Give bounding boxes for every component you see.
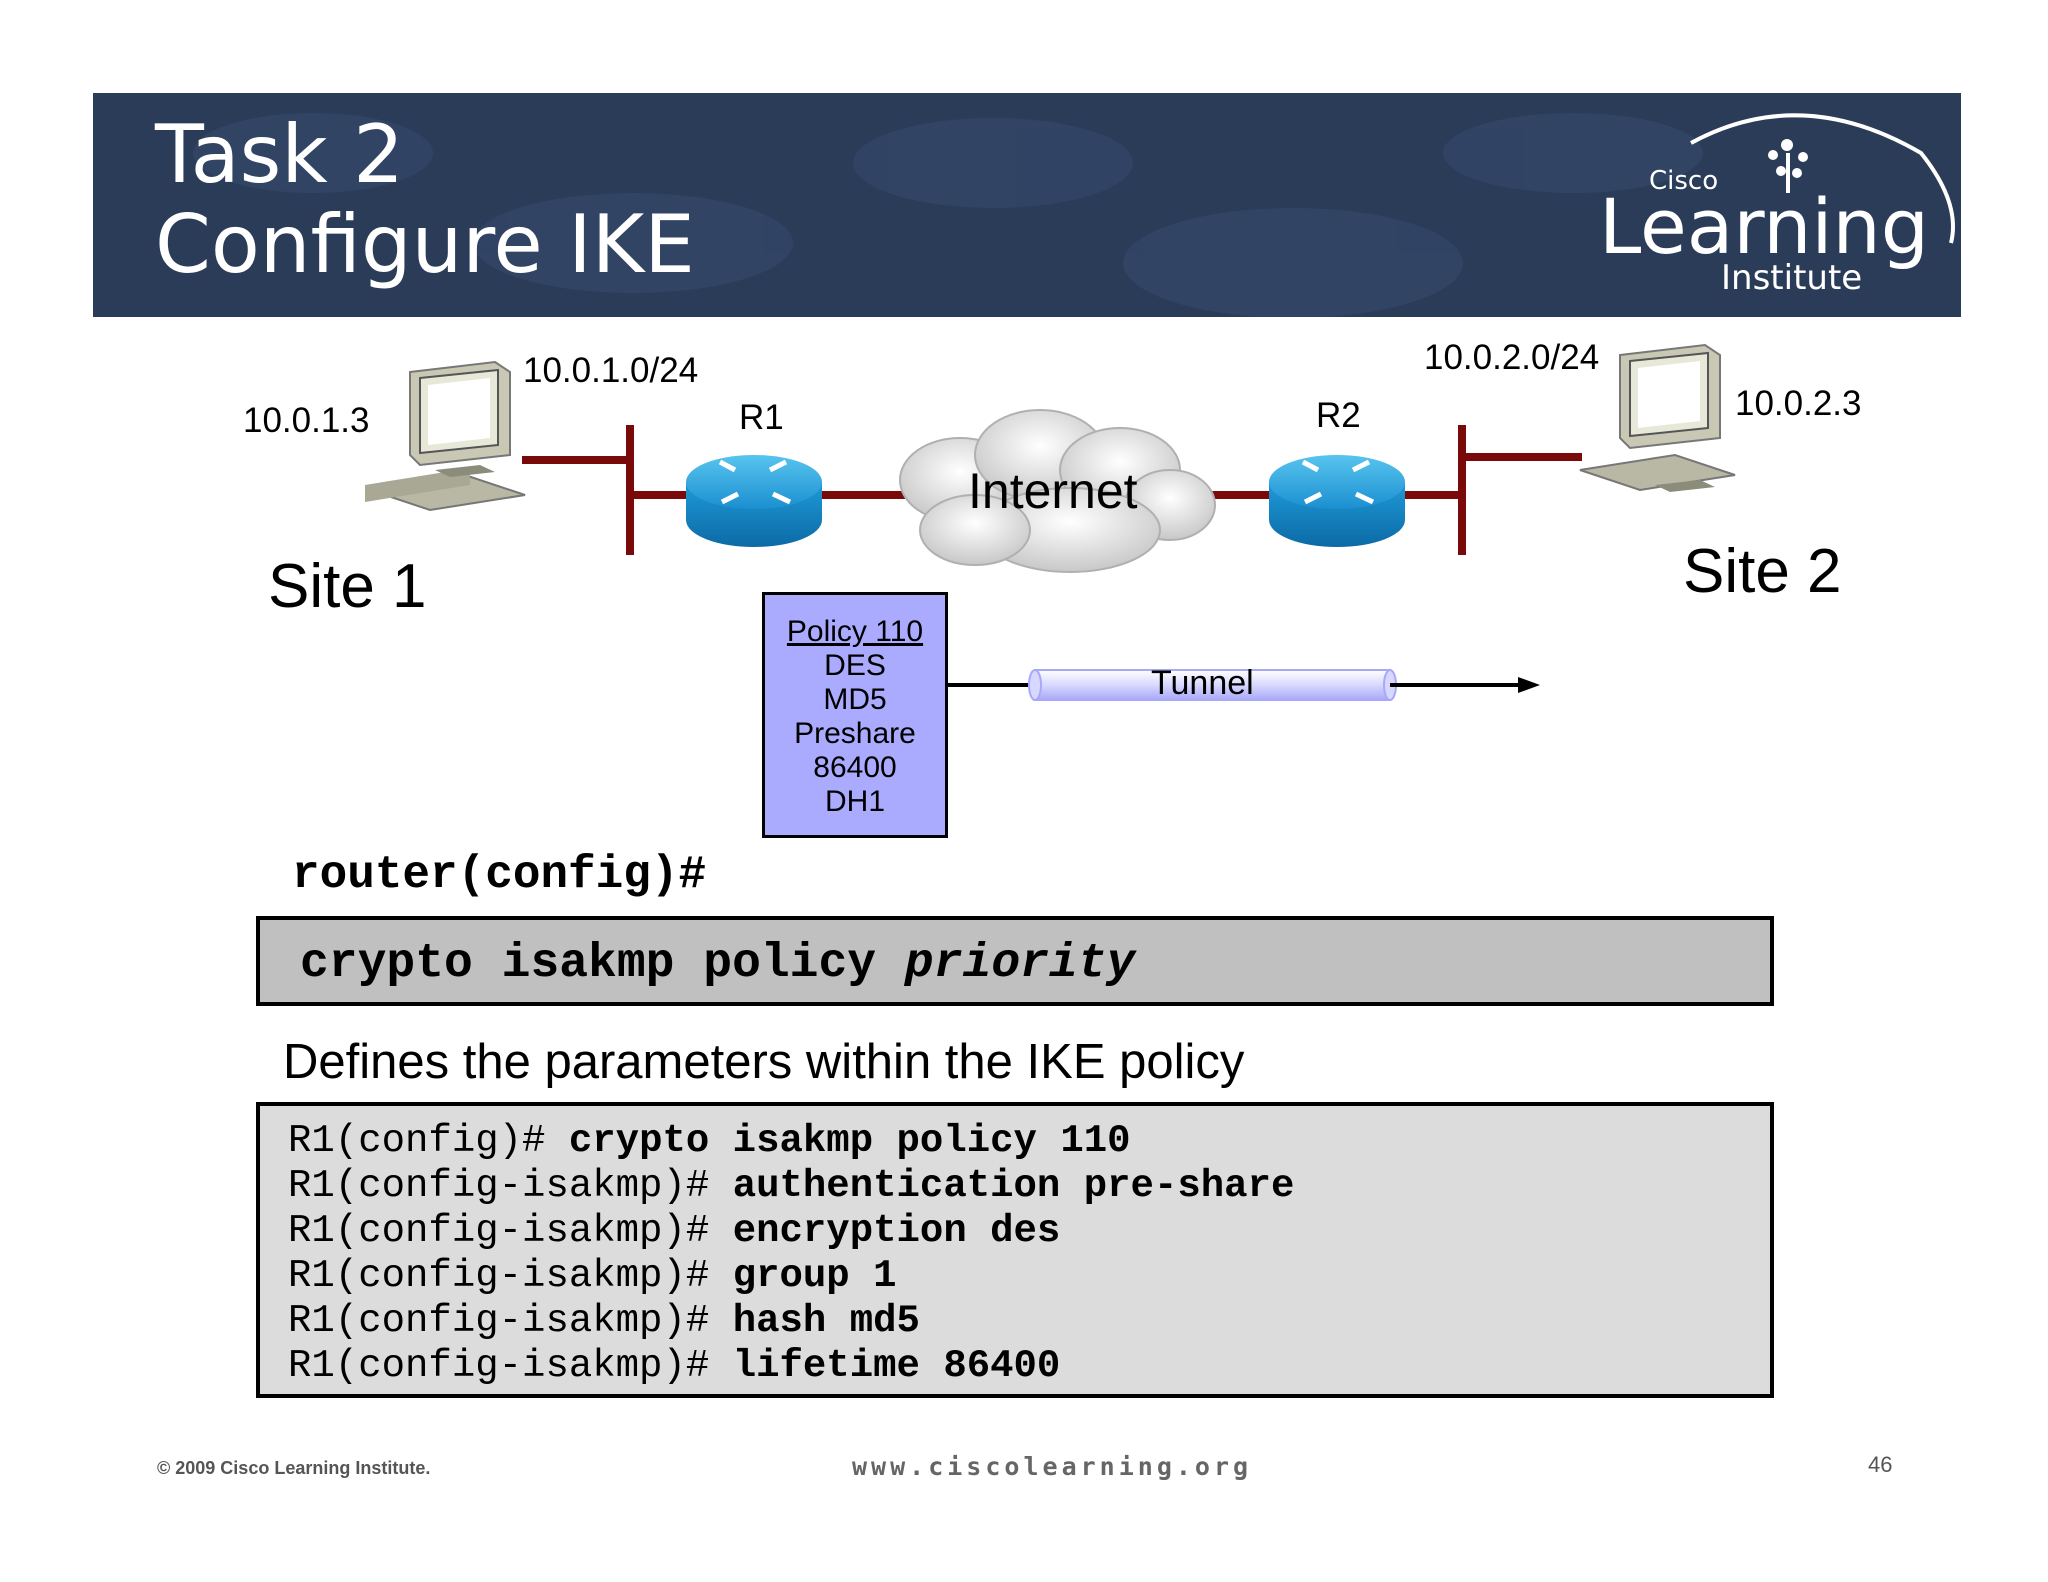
config-command: hash md5 (732, 1299, 920, 1343)
header-banner: Task 2 Configure IKE Cisco Learning Inst… (93, 93, 1961, 317)
tunnel-label: Tunnel (1151, 664, 1254, 702)
site2-host-ip: 10.0.2.3 (1735, 384, 1862, 423)
config-prompt: R1(config)# (288, 1119, 569, 1163)
page-number: 46 (1868, 1452, 1893, 1477)
slide-title-line1: Task 2 (155, 108, 404, 201)
tunnel-arrow-head (1518, 677, 1540, 693)
policy-encryption: DES (824, 649, 886, 682)
internet-cloud-icon (899, 409, 1216, 573)
command-description: Defines the parameters within the IKE po… (283, 1035, 1245, 1089)
banner-texture (193, 113, 1703, 317)
policy-lifetime: 86400 (813, 751, 897, 784)
command-syntax-box: crypto isakmp policy priority (256, 916, 1774, 1006)
config-prompt: R1(config-isakmp)# (288, 1299, 733, 1343)
config-command: group 1 (732, 1254, 897, 1298)
policy-authentication: Preshare (794, 717, 916, 750)
config-example-box: R1(config)# crypto isakmp policy 110 R1(… (256, 1102, 1774, 1398)
site2-network: 10.0.2.0/24 (1424, 338, 1600, 377)
config-command: crypto isakmp policy 110 (568, 1119, 1131, 1163)
logo-sub-text: Institute (1721, 258, 1862, 298)
site2-label: Site 2 (1683, 537, 1842, 606)
config-prompt: R1(config-isakmp)# (288, 1254, 733, 1298)
config-command: lifetime 86400 (732, 1344, 1061, 1388)
syntax-argument: priority (904, 937, 1136, 991)
site1-pc-icon (365, 360, 526, 512)
config-prompt: R1(config-isakmp)# (288, 1209, 733, 1253)
router-r1-icon (686, 455, 822, 547)
router-r1-label: R1 (739, 398, 784, 437)
policy-hash: MD5 (823, 683, 887, 716)
router-config-prompt: router(config)# (292, 849, 707, 901)
config-command: authentication pre-share (732, 1164, 1295, 1208)
logo-brand-text: Cisco (1649, 166, 1718, 196)
config-prompt: R1(config-isakmp)# (288, 1164, 733, 1208)
config-command: encryption des (732, 1209, 1061, 1253)
website-url: www.ciscolearning.org (852, 1452, 1253, 1481)
slide-title-line2: Configure IKE (155, 198, 695, 291)
config-line: R1(config-isakmp)# lifetime 86400 (288, 1347, 1060, 1386)
ike-tunnel (1028, 669, 1397, 701)
internet-label: Internet (968, 463, 1138, 519)
site1-network: 10.0.1.0/24 (523, 351, 699, 390)
config-line: R1(config-isakmp)# encryption des (288, 1212, 1060, 1251)
policy-box: Policy 110 DES MD5 Preshare 86400 DH1 (762, 592, 948, 838)
config-line: R1(config)# crypto isakmp policy 110 (288, 1122, 1131, 1161)
syntax-command: crypto isakmp policy (300, 937, 905, 991)
site1-host-ip: 10.0.1.3 (243, 401, 370, 440)
config-line: R1(config-isakmp)# authentication pre-sh… (288, 1167, 1294, 1206)
policy-title: Policy 110 (786, 615, 924, 648)
router-r2-icon (1269, 455, 1405, 547)
router-r2-label: R2 (1316, 396, 1361, 435)
site2-pc-icon (1579, 343, 1736, 492)
policy-dh-group: DH1 (824, 785, 885, 818)
command-syntax: crypto isakmp policy priority (300, 940, 1135, 988)
config-prompt: R1(config-isakmp)# (288, 1344, 733, 1388)
config-line: R1(config-isakmp)# group 1 (288, 1257, 897, 1296)
network-links (522, 425, 1582, 555)
copyright-notice: © 2009 Cisco Learning Institute. (157, 1458, 431, 1478)
logo-word-text: Learning (1599, 182, 1929, 271)
cisco-learning-institute-logo: Cisco Learning Institute (1599, 113, 1955, 298)
site1-label: Site 1 (268, 552, 427, 621)
config-line: R1(config-isakmp)# hash md5 (288, 1302, 920, 1341)
